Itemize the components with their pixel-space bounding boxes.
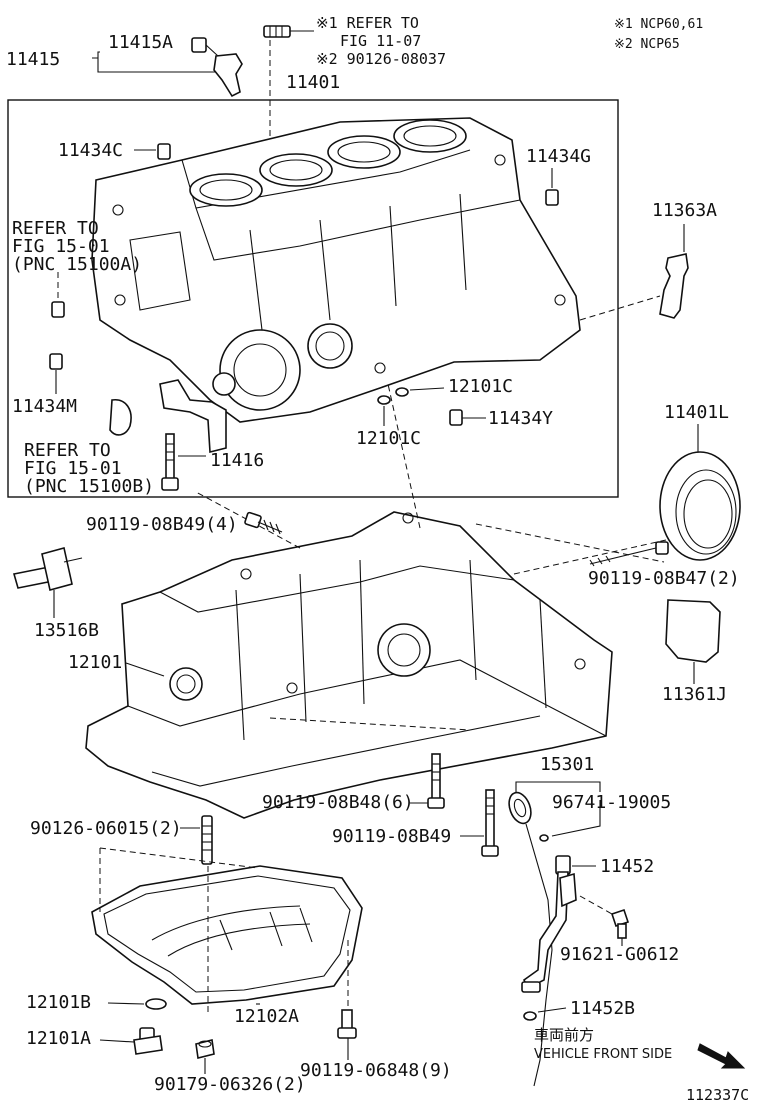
label-90119-08b49: 90119-08B49	[332, 826, 451, 847]
label-15301: 15301	[540, 754, 594, 775]
note-ncp65: ※2 NCP65	[614, 37, 680, 52]
o-ring-11452b	[523, 1011, 537, 1021]
label-90119-08b49-4: 90119-08B49(4)	[86, 514, 238, 535]
rear-oil-seal-11401l	[659, 451, 741, 561]
dowel-pin-left	[51, 301, 65, 318]
drain-plug-12101a	[133, 1027, 163, 1055]
label-11363a: 11363A	[652, 200, 717, 221]
front-side-en: VEHICLE FRONT SIDE	[534, 1047, 672, 1062]
cylinder-block-group-box	[7, 99, 619, 498]
bracket-11363a	[659, 253, 689, 319]
label-91621-g0612: 91621-G0612	[560, 944, 679, 965]
o-ring-12101c-lower	[377, 395, 391, 405]
label-12101a: 12101A	[26, 1028, 91, 1049]
label-11401l: 11401L	[664, 402, 729, 423]
bolt-90119-06848-9	[337, 1009, 357, 1039]
bolt-90119-08b49-4	[244, 511, 283, 535]
label-90119-08b47-2: 90119-08B47(2)	[588, 568, 740, 589]
stud-90126-06015-2	[201, 815, 213, 865]
label-12101c-lower: 12101C	[356, 428, 421, 449]
note-ncp60: ※1 NCP60,61	[614, 17, 703, 32]
refer-note-line1: ※1 REFER TO	[316, 14, 419, 32]
bearing-cap-11416	[159, 379, 227, 491]
refer-15100b-line2: FIG 15-01	[24, 458, 122, 479]
label-90119-08b48-6: 90119-08B48(6)	[262, 792, 414, 813]
label-90126-06015-2: 90126-06015(2)	[30, 818, 182, 839]
gasket-12101b	[145, 998, 167, 1010]
label-13516b: 13516B	[34, 620, 99, 641]
refer-15100a-line1: REFER TO	[12, 218, 99, 239]
dowel-pin-11434g	[545, 189, 559, 206]
stud-bolt-top	[263, 25, 314, 38]
bolt-90119-08b47-2	[589, 541, 669, 567]
o-ring-96741-19005	[539, 834, 549, 842]
label-12101: 12101	[68, 652, 122, 673]
refer-note-line2: FIG 11-07	[340, 32, 421, 50]
crankcase-12101	[85, 511, 613, 819]
ventilation-part-11415	[191, 37, 243, 98]
dipstick-15301	[508, 791, 553, 1087]
seal-plug	[109, 399, 132, 436]
bolt-90119-08b49	[481, 789, 499, 857]
label-90179-06326-2: 90179-06326(2)	[154, 1074, 306, 1095]
label-11452: 11452	[600, 856, 654, 877]
bolt-90119-08b48-6	[427, 753, 445, 809]
bolt-91621-g0612	[610, 908, 630, 939]
oil-pan-12102a	[91, 865, 363, 1005]
label-12102a: 12102A	[234, 1006, 299, 1027]
label-11415: 11415	[6, 49, 60, 70]
refer-15100a-line3: (PNC 15100A)	[12, 254, 142, 275]
figure-id: 112337C	[686, 1086, 749, 1104]
dowel-pin-11434m	[49, 353, 63, 370]
refer-note-line3: ※2 90126-08037	[316, 50, 446, 68]
refer-15100b-line1: REFER TO	[24, 440, 111, 461]
label-11401: 11401	[286, 72, 340, 93]
front-side-jp: 車両前方	[534, 1026, 594, 1044]
dowel-pin-11434c	[157, 143, 171, 160]
label-11415a: 11415A	[108, 32, 173, 53]
label-11434g: 11434G	[526, 146, 591, 167]
dipstick-guide-11452	[521, 855, 577, 993]
dowel-pin-11434y	[449, 409, 463, 426]
label-11434c: 11434C	[58, 140, 123, 161]
o-ring-12101c-upper	[395, 387, 409, 397]
label-12101c-upper: 12101C	[448, 376, 513, 397]
front-direction-arrow-icon	[697, 1043, 746, 1069]
cylinder-block	[91, 117, 581, 423]
refer-15100b-line3: (PNC 15100B)	[24, 476, 154, 497]
label-11434m: 11434M	[12, 396, 77, 417]
label-11361j: 11361J	[662, 684, 727, 705]
idler-13516b	[12, 547, 83, 591]
label-12101b: 12101B	[26, 992, 91, 1013]
label-11416: 11416	[210, 450, 264, 471]
cover-11361j	[665, 599, 721, 663]
nut-90179-06326-2	[195, 1039, 215, 1059]
label-90119-06848-9: 90119-06848(9)	[300, 1060, 452, 1081]
label-11434y: 11434Y	[488, 408, 553, 429]
refer-15100a-line2: FIG 15-01	[12, 236, 110, 257]
label-96741-19005: 96741-19005	[552, 792, 671, 813]
label-11452b: 11452B	[570, 998, 635, 1019]
